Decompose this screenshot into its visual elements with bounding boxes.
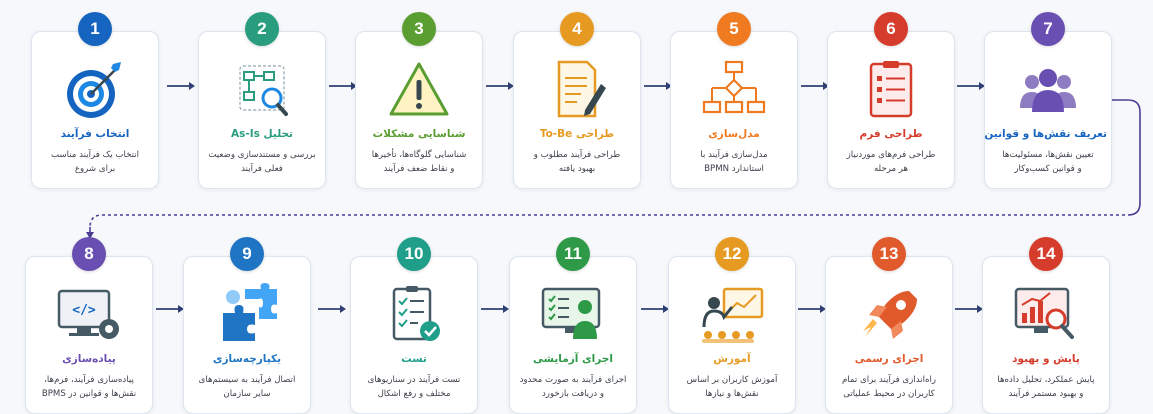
step-title: پیاده‌سازی xyxy=(62,353,116,365)
step-card-3: 3 شناسایی مشکلات شناسایی گلوگاه‌ها، تأخی… xyxy=(355,12,483,189)
step-number-badge: 7 xyxy=(1031,12,1065,46)
step-number-badge: 12 xyxy=(715,237,749,271)
step-title: تعریف نقش‌ها و قوانین xyxy=(984,128,1107,140)
step-card-9: 9 یکپارچه‌سازی اتصال فرآیند به سیستم‌های… xyxy=(183,237,311,414)
step-number-badge: 13 xyxy=(872,237,906,271)
arrow-right-icon xyxy=(328,80,358,92)
process-model-icon xyxy=(698,58,770,122)
step-title: تحلیل As-Is xyxy=(230,128,293,140)
step-title: تست xyxy=(401,353,427,365)
step-title: یکپارچه‌سازی xyxy=(212,353,282,365)
step-title: اجرای رسمی xyxy=(854,353,924,365)
arrow-right-icon xyxy=(956,80,986,92)
step-card-11: 11 اجرای آزمایشی اجرای فرآیند به صورت مح… xyxy=(509,237,637,414)
step-title: پایش و بهبود xyxy=(1012,353,1080,365)
checklist-icon xyxy=(378,283,450,347)
arrow-right-icon xyxy=(155,303,185,315)
step-number-badge: 10 xyxy=(397,237,431,271)
monitor-checklist-icon xyxy=(537,283,609,347)
arrow-right-icon xyxy=(800,80,830,92)
step-number-badge: 6 xyxy=(874,12,908,46)
step-title: اجرای آزمایشی xyxy=(533,353,613,365)
step-description: پیاده‌سازی فرآیند، فرم‌ها،نقش‌ها و قوانی… xyxy=(41,375,137,399)
code-gear-icon: </> xyxy=(53,283,125,347)
svg-text:</>: </> xyxy=(72,303,96,318)
step-title: مدل‌سازی xyxy=(708,128,760,140)
arrow-right-icon xyxy=(797,303,827,315)
step-card-13: 13 اجرای رسمی راه‌اندازی فرآیند برای تما… xyxy=(825,237,953,414)
arrow-right-icon xyxy=(640,303,670,315)
step-title: انتخاب فرآیند xyxy=(60,128,130,140)
step-number-badge: 4 xyxy=(560,12,594,46)
flowchart-search-icon xyxy=(226,58,298,122)
arrow-right-icon xyxy=(480,303,510,315)
target-icon xyxy=(59,58,131,122)
step-title: آموزش xyxy=(713,353,751,365)
arrow-right-icon xyxy=(166,80,196,92)
rocket-icon xyxy=(853,283,925,347)
step-title: شناسایی مشکلات xyxy=(372,128,466,140)
step-number-badge: 8 xyxy=(72,237,106,271)
step-number-badge: 3 xyxy=(402,12,436,46)
puzzle-icon xyxy=(211,283,283,347)
step-number-badge: 5 xyxy=(717,12,751,46)
warning-icon xyxy=(383,58,455,122)
arrow-right-icon xyxy=(317,303,347,315)
step-title: طراحی To-Be xyxy=(539,128,615,140)
step-number-badge: 14 xyxy=(1029,237,1063,271)
step-number-badge: 9 xyxy=(230,237,264,271)
step-number-badge: 1 xyxy=(78,12,112,46)
step-number-badge: 11 xyxy=(556,237,590,271)
step-title: طراحی فرم xyxy=(859,128,923,140)
step-number-badge: 2 xyxy=(245,12,279,46)
arrow-right-icon xyxy=(954,303,984,315)
step-card-14: 14 پایش و بهبود پایش عملکرد، تحلیل داده‌… xyxy=(982,237,1110,414)
arrow-right-icon xyxy=(485,80,515,92)
step-card-8: 8 </> پیاده‌سازی پیاده‌سازی فرآیند، فرم‌… xyxy=(25,237,153,414)
document-pencil-icon xyxy=(541,58,613,122)
arrow-right-icon xyxy=(643,80,673,92)
training-icon xyxy=(696,283,768,347)
analytics-icon xyxy=(1010,283,1082,347)
step-card-7: 7 تعریف نقش‌ها و قوانین تعیین نقش‌ها، مس… xyxy=(984,12,1112,189)
form-icon xyxy=(855,58,927,122)
people-icon xyxy=(1012,58,1084,122)
